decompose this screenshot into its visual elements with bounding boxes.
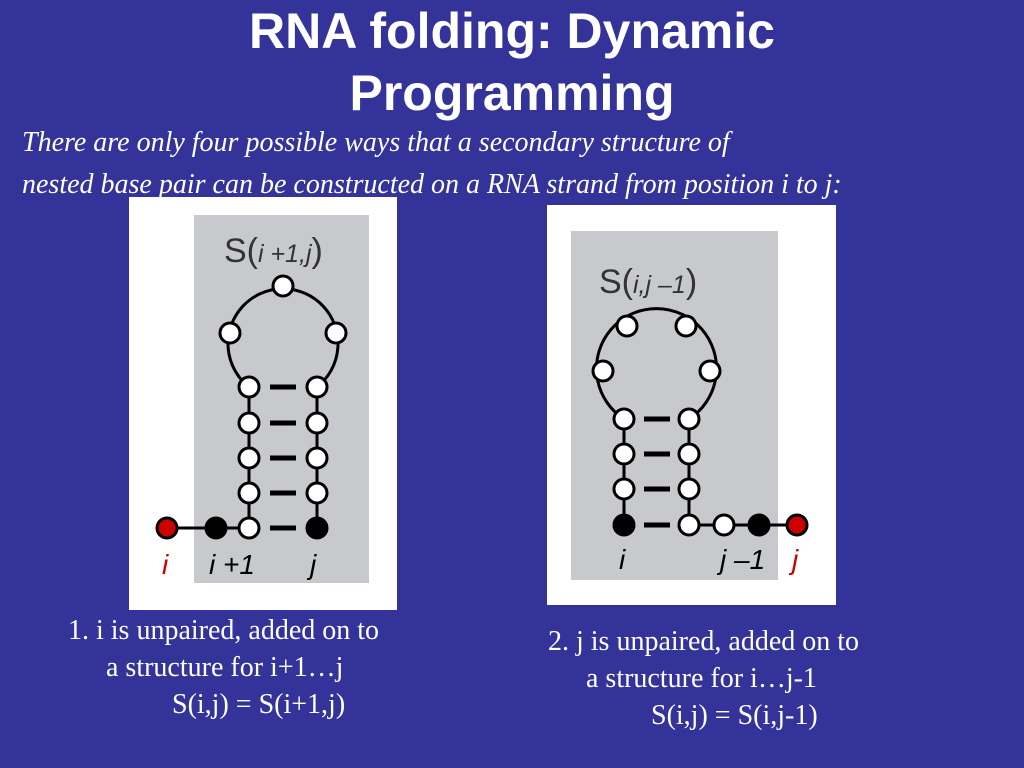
left-stem-base: [239, 518, 259, 538]
left-label-i: i: [162, 549, 169, 580]
right-stem-base: [614, 444, 634, 464]
caption-case-1: 1. i is unpaired, added on to a structur…: [68, 612, 379, 723]
left-stem-base: [239, 377, 259, 397]
title-line-2: Programming: [0, 62, 1024, 124]
left-base-j: [307, 518, 327, 538]
case-2-line-1: j is unpaired, added on to: [576, 626, 859, 657]
diagram-right-panel: S(i,j –1) i j –1 j: [547, 205, 836, 605]
case-1-formula: S(i,j) = S(i+1,j): [68, 686, 379, 723]
right-stem-base: [614, 409, 634, 429]
intro-line-1: There are only four possible ways that a…: [22, 122, 1022, 164]
left-stem-base: [307, 413, 327, 433]
left-stem-base: [307, 483, 327, 503]
right-label-j-minus-1: j –1: [716, 544, 765, 575]
left-loop-base: [326, 323, 346, 343]
case-1-line-2: a structure for i+1…j: [68, 649, 379, 686]
intro-text: There are only four possible ways that a…: [22, 122, 1022, 206]
left-loop-base: [273, 276, 293, 296]
right-stem-base: [679, 409, 699, 429]
right-stem-base: [614, 479, 634, 499]
right-stem-base: [679, 444, 699, 464]
case-1-line-1: i is unpaired, added on to: [96, 615, 379, 646]
right-stem-base: [679, 515, 699, 535]
right-base-j-minus-1: [749, 515, 769, 535]
caption-case-2: 2. j is unpaired, added on to a structur…: [548, 623, 859, 734]
right-base-j: [787, 515, 807, 535]
right-loop-base: [593, 361, 613, 381]
left-base-i-plus-1: [206, 518, 226, 538]
right-loop-base: [700, 361, 720, 381]
right-label-i: i: [619, 544, 626, 575]
right-loop-base: [617, 316, 637, 336]
left-stem-base: [239, 413, 259, 433]
diagram-right-svg: S(i,j –1) i j –1 j: [547, 205, 836, 605]
right-stem-base: [679, 479, 699, 499]
slide-title: RNA folding: Dynamic Programming: [0, 0, 1024, 124]
right-tail-base: [714, 515, 734, 535]
left-loop-base: [220, 323, 240, 343]
case-1-number: 1.: [68, 615, 89, 646]
left-stem-base: [307, 377, 327, 397]
diagram-left-panel: S(i +1,j) i i +1 j: [129, 197, 397, 610]
right-base-i: [614, 515, 634, 535]
right-label-j: j: [788, 544, 799, 575]
case-2-number: 2.: [548, 626, 569, 657]
left-stem-base: [307, 448, 327, 468]
left-label-i-plus-1: i +1: [209, 549, 255, 580]
case-2-line-2: a structure for i…j-1: [548, 660, 859, 697]
left-stem-base: [239, 483, 259, 503]
title-line-1: RNA folding: Dynamic: [0, 0, 1024, 62]
case-2-formula: S(i,j) = S(i,j-1): [548, 697, 859, 734]
left-stem-base: [239, 448, 259, 468]
diagram-left-svg: S(i +1,j) i i +1 j: [129, 197, 397, 610]
left-base-i: [157, 518, 177, 538]
right-loop-base: [676, 316, 696, 336]
